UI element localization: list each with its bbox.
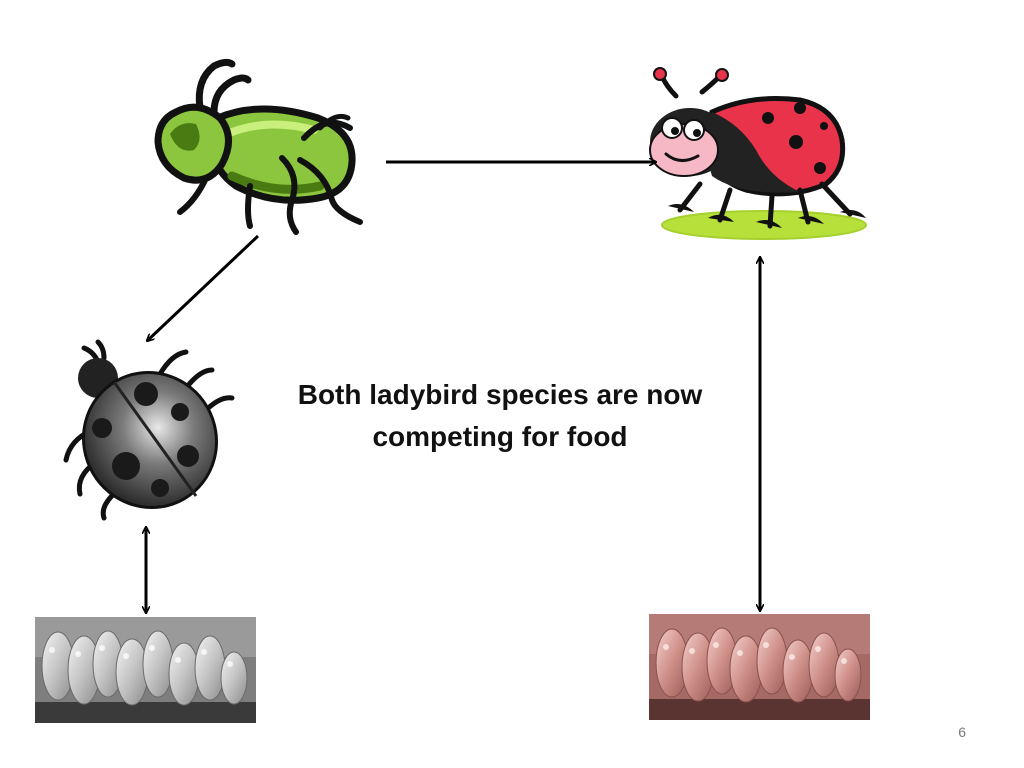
- red-ladybird-icon: [649, 67, 867, 240]
- grey-eggs-photo: [35, 617, 256, 723]
- red-eggs-photo: [649, 614, 870, 720]
- green-aphid-icon: [154, 58, 363, 235]
- grey-ladybird-icon: [63, 339, 235, 521]
- caption-line-1: Both ladybird species are now: [297, 379, 703, 410]
- caption-line-2: competing for food: [372, 421, 628, 452]
- arrow-aphid-to-grey-ladybird: [147, 234, 260, 341]
- slide-caption: Both ladybird species are now competing …: [270, 374, 730, 458]
- slide-number: 6: [958, 724, 966, 740]
